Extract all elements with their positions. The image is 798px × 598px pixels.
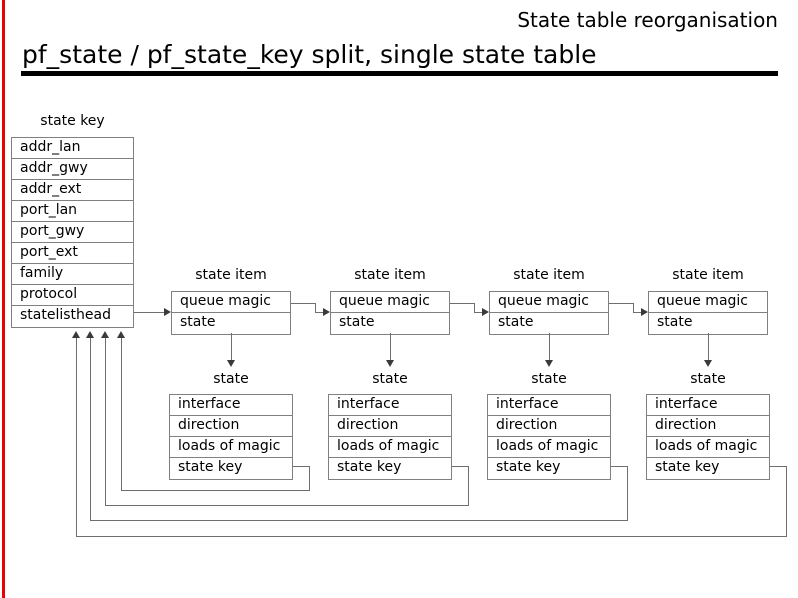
arrowhead-item2 <box>323 308 330 316</box>
state-row-loads-of-magic: loads of magic <box>647 437 769 458</box>
arrowhead-item3 <box>482 308 489 316</box>
state-row-loads-of-magic: loads of magic <box>329 437 451 458</box>
return1-drop <box>309 466 310 491</box>
state-table: interface direction loads of magic state… <box>646 394 770 480</box>
return2-back <box>105 505 469 506</box>
return3-back <box>90 520 628 521</box>
connector-item1-item2 <box>291 303 315 304</box>
accent-stripe <box>2 0 5 598</box>
arrowhead-state2 <box>386 360 394 367</box>
return4-rise <box>76 338 77 537</box>
state-item-row-queue-magic: queue magic <box>490 292 608 313</box>
state-item-row-queue-magic: queue magic <box>172 292 290 313</box>
connector-statelisthead-to-item1 <box>134 312 167 313</box>
state-row-interface: interface <box>329 395 451 416</box>
return1-back <box>121 490 310 491</box>
connector-item3-to-state3 <box>549 333 550 362</box>
state-item-row-state: state <box>657 314 693 330</box>
state-key-row: port_gwy <box>12 222 133 243</box>
state-row-loads-of-magic: loads of magic <box>488 437 610 458</box>
return2-rise <box>105 338 106 506</box>
connector-item2-to-state2 <box>390 333 391 362</box>
connector-item1-item2-drop <box>315 303 316 313</box>
state-caption: state <box>690 371 726 387</box>
slide-title: pf_state / pf_state_key split, single st… <box>22 40 597 69</box>
state-item-table: queue magic state <box>171 291 291 335</box>
state-key-row: protocol <box>12 285 133 306</box>
state-row-direction: direction <box>488 416 610 437</box>
state-table: interface direction loads of magic state… <box>328 394 452 480</box>
state-key-row: addr_ext <box>12 180 133 201</box>
state-row-direction: direction <box>170 416 292 437</box>
state-row-loads-of-magic: loads of magic <box>170 437 292 458</box>
state-item-row-queue-magic: queue magic <box>649 292 767 313</box>
state-item-caption: state item <box>513 267 585 283</box>
state-item-row-state: state <box>339 314 375 330</box>
state-row-interface: interface <box>488 395 610 416</box>
arrowhead-item1 <box>164 308 171 316</box>
state-item-table: queue magic state <box>489 291 609 335</box>
state-item-table: queue magic state <box>330 291 450 335</box>
arrowhead-return2 <box>101 331 109 338</box>
return4-out <box>770 466 787 467</box>
state-caption: state <box>531 371 567 387</box>
return1-out <box>293 466 310 467</box>
connector-item3-item4-in <box>633 312 645 313</box>
return2-drop <box>468 466 469 506</box>
state-row-interface: interface <box>647 395 769 416</box>
return3-rise <box>90 338 91 521</box>
connector-item3-item4 <box>609 303 633 304</box>
arrowhead-return4 <box>72 331 80 338</box>
connector-item1-to-state1 <box>231 333 232 362</box>
slide-eyebrow: State table reorganisation <box>517 8 778 32</box>
state-key-table: addr_lan addr_gwy addr_ext port_lan port… <box>11 137 134 328</box>
state-row-direction: direction <box>647 416 769 437</box>
arrowhead-state3 <box>545 360 553 367</box>
connector-item2-item3 <box>450 303 474 304</box>
state-key-row: port_lan <box>12 201 133 222</box>
return4-drop <box>786 466 787 537</box>
arrowhead-return1 <box>117 331 125 338</box>
state-table: interface direction loads of magic state… <box>169 394 293 480</box>
state-key-caption: state key <box>40 113 105 129</box>
arrowhead-item4 <box>641 308 648 316</box>
return3-drop <box>627 466 628 521</box>
state-caption: state <box>372 371 408 387</box>
title-underline <box>21 71 778 76</box>
arrowhead-return3 <box>86 331 94 338</box>
state-table: interface direction loads of magic state… <box>487 394 611 480</box>
state-key-row: port_ext <box>12 243 133 264</box>
state-item-row-state: state <box>180 314 216 330</box>
state-row-state-key: state key <box>337 459 402 475</box>
state-key-row: addr_gwy <box>12 159 133 180</box>
connector-item3-item4-drop <box>633 303 634 313</box>
state-item-caption: state item <box>672 267 744 283</box>
connector-item1-item2-in <box>315 312 327 313</box>
arrowhead-state4 <box>704 360 712 367</box>
return1-rise <box>121 338 122 491</box>
state-key-row: addr_lan <box>12 138 133 159</box>
return2-out <box>452 466 469 467</box>
state-item-row-state: state <box>498 314 534 330</box>
arrowhead-state1 <box>227 360 235 367</box>
return3-out <box>611 466 628 467</box>
state-key-row-statelisthead: statelisthead <box>20 307 111 323</box>
state-item-table: queue magic state <box>648 291 768 335</box>
state-row-direction: direction <box>329 416 451 437</box>
state-row-interface: interface <box>170 395 292 416</box>
connector-item2-item3-drop <box>474 303 475 313</box>
connector-item4-to-state4 <box>708 333 709 362</box>
state-item-row-queue-magic: queue magic <box>331 292 449 313</box>
state-row-state-key: state key <box>496 459 561 475</box>
return4-back <box>76 536 787 537</box>
state-row-state-key: state key <box>178 459 243 475</box>
state-key-row: family <box>12 264 133 285</box>
connector-item2-item3-in <box>474 312 486 313</box>
state-item-caption: state item <box>195 267 267 283</box>
state-caption: state <box>213 371 249 387</box>
state-row-state-key: state key <box>655 459 720 475</box>
state-item-caption: state item <box>354 267 426 283</box>
